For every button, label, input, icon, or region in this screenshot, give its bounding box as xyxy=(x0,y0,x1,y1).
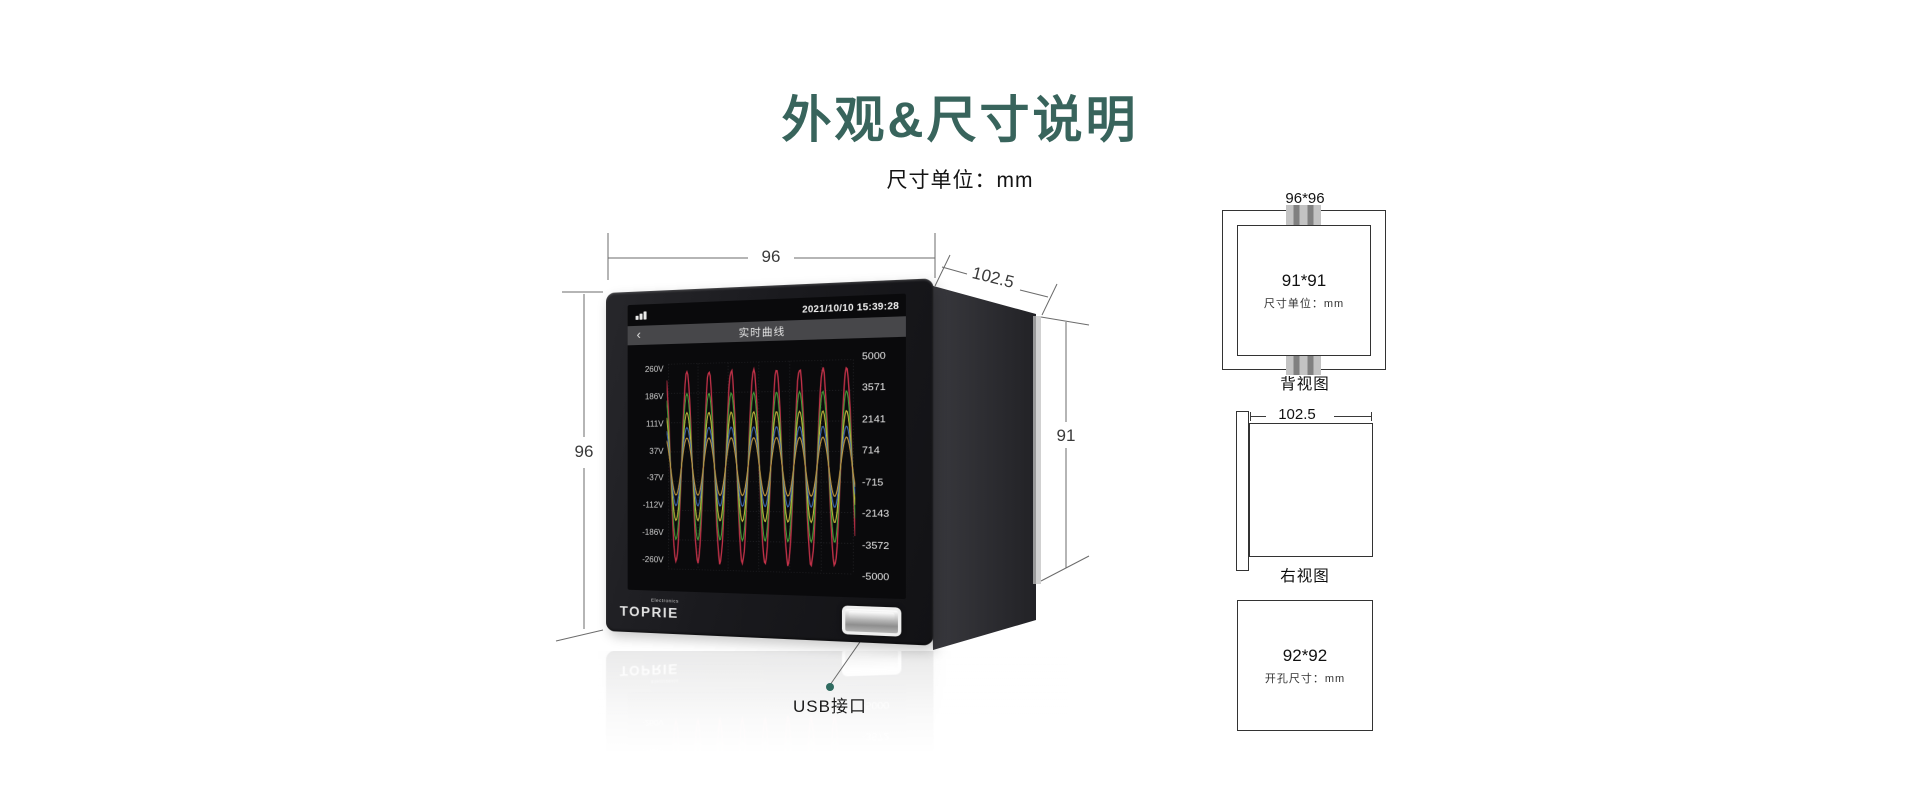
left-axis-label: 111V xyxy=(646,419,664,429)
signal-strength-icon xyxy=(635,311,647,320)
left-axis-label: -260V xyxy=(642,554,664,565)
screen-datetime: 2021/10/10 15:39:28 xyxy=(802,300,900,315)
brand-name: TOPRIE xyxy=(619,603,679,622)
back-view-size-label: 96*96 xyxy=(1285,190,1325,207)
screen-nav-title: 实时曲线 xyxy=(738,326,786,340)
usb-port-slot xyxy=(848,611,895,621)
right-view-dim-tick-left xyxy=(1250,412,1251,421)
back-view-inner-box: 91*91 尺寸单位：mm xyxy=(1237,225,1371,356)
dim-left-height-label: 96 xyxy=(574,442,594,461)
cutout-size: 92*92 xyxy=(1282,645,1328,665)
usb-port xyxy=(841,605,902,637)
right-axis-label: 5000 xyxy=(861,350,886,363)
back-view-inner-size: 91*91 xyxy=(1281,270,1327,290)
dim-depth-label: 102.5 xyxy=(970,263,1017,292)
back-chevron-icon: ‹ xyxy=(636,326,641,343)
cutout-note: 开孔尺寸：mm xyxy=(1264,672,1346,685)
left-axis-label: -37V xyxy=(646,473,664,483)
device-screen: 2021/10/10 15:39:28 ‹ 实时曲线 260V 186V 111V 3… xyxy=(627,293,906,600)
dim-right-height-lines xyxy=(1040,316,1090,582)
left-axis-label: -112V xyxy=(642,500,664,510)
back-view-bottom-clamp xyxy=(1286,354,1321,375)
right-view-depth-label: 102.5 xyxy=(1266,406,1328,423)
left-axis-label: -186V xyxy=(642,527,664,538)
brand-logo: Electronics TOPRIE xyxy=(619,598,679,624)
left-axis-label: 186V xyxy=(644,391,664,402)
back-view-top-clamp xyxy=(1286,205,1321,226)
right-axis-label: -2143 xyxy=(861,508,890,521)
right-view-dim-tick-right xyxy=(1371,412,1372,421)
right-axis-labels: 5000 3571 2141 714 -715 -2143 -3572 -5000 xyxy=(855,350,902,584)
device-front-panel: 2021/10/10 15:39:28 ‹ 实时曲线 260V 186V 111V 3… xyxy=(606,278,934,646)
usb-port-label: USB接口 xyxy=(793,697,867,716)
right-view-dim-line-right xyxy=(1334,416,1372,417)
right-view-flange xyxy=(1236,411,1249,571)
cutout-box: 92*92 开孔尺寸：mm xyxy=(1237,600,1373,731)
right-axis-label: -3572 xyxy=(861,539,890,552)
brand-sub-text: Electronics xyxy=(651,597,679,604)
back-view-inner-unit: 尺寸单位：mm xyxy=(1263,297,1345,310)
wave-ch1 xyxy=(667,367,856,568)
device-side-face xyxy=(926,284,1036,650)
dim-top-width-label: 96 xyxy=(761,247,781,266)
page-subtitle: 尺寸单位：mm xyxy=(886,169,1034,192)
page-title: 外观&尺寸说明 xyxy=(781,92,1139,148)
left-axis-label: 260V xyxy=(644,364,664,375)
device-back-edge-highlight xyxy=(1033,316,1041,584)
dim-right-height-label: 91 xyxy=(1056,426,1076,445)
dim-left-height-lines xyxy=(555,291,604,642)
right-axis-label: -715 xyxy=(861,476,884,489)
left-axis-labels: 260V 186V 111V 37V -37V -112V -186V -260V xyxy=(632,356,667,576)
waveform-plot xyxy=(667,351,856,582)
back-view-caption: 背视图 xyxy=(1280,376,1330,393)
right-axis-label: -5000 xyxy=(861,570,890,584)
right-view-body xyxy=(1249,423,1373,557)
right-axis-label: 3571 xyxy=(861,381,886,395)
right-view-caption: 右视图 xyxy=(1280,568,1330,585)
right-axis-label: 714 xyxy=(861,445,880,457)
screen-chart: 260V 186V 111V 37V -37V -112V -186V -260V 5000 3… xyxy=(628,337,906,599)
right-axis-label: 2141 xyxy=(861,413,886,426)
left-axis-label: 37V xyxy=(649,446,664,456)
